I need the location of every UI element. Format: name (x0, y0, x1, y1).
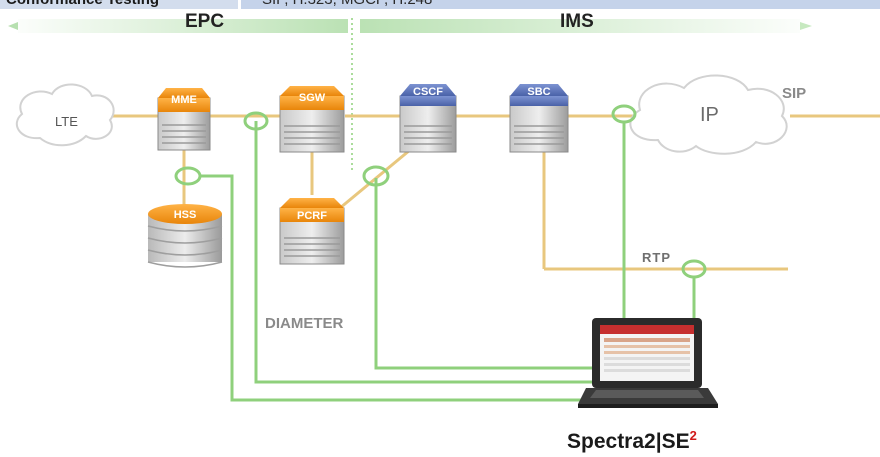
laptop-icon (578, 318, 718, 408)
banner-label-cell (0, 0, 238, 9)
ims-section-label: IMS (560, 11, 594, 32)
probe-point-rtp (681, 259, 707, 279)
probe-line-mme-sgw (254, 121, 592, 384)
probe-point-pcrf-cscf (362, 165, 390, 187)
cscf-node: CSCF (399, 84, 457, 153)
hss-label: HSS (174, 209, 197, 221)
mme-node: MME (157, 88, 211, 151)
rtp-label: RTP (642, 250, 671, 265)
network-links (90, 114, 880, 271)
ip-cloud: IP (629, 74, 788, 155)
header-banner: Conformance Testing SIP, H.323, MGCP, H.… (0, 0, 880, 9)
probe-point-hss (174, 166, 202, 186)
probe-line-hss (200, 174, 592, 402)
product-name: Spectra2|SE2 (567, 428, 697, 454)
probe-line-pcrf-cscf (374, 178, 592, 370)
product-superscript: 2 (689, 428, 697, 443)
sbc-node: SBC (509, 84, 569, 153)
sbc-label: SBC (527, 86, 550, 98)
epc-section-label: EPC (185, 11, 224, 32)
pcrf-label: PCRF (297, 210, 327, 222)
probe-point-sip (611, 104, 637, 124)
lte-cloud: LTE (15, 83, 115, 147)
hss-node: HSS (147, 204, 223, 268)
sgw-label: SGW (299, 92, 326, 104)
banner-value-cell (241, 0, 880, 9)
probe-lines (200, 121, 696, 402)
epc-section-band: EPC (8, 11, 348, 33)
pcrf-node: PCRF (279, 198, 345, 265)
sip-label: SIP (782, 85, 806, 102)
banner-label: Conformance Testing (6, 0, 159, 8)
mme-label: MME (171, 94, 197, 106)
sgw-node: SGW (279, 86, 345, 153)
banner-value: SIP, H.323, MGCP, H.248 (262, 0, 432, 8)
ip-cloud-label: IP (700, 104, 719, 126)
diameter-label: DIAMETER (265, 315, 344, 332)
probe-points (174, 104, 707, 279)
ims-section-band: IMS (360, 11, 812, 33)
lte-cloud-label: LTE (55, 114, 78, 129)
probe-point-mme-sgw (243, 111, 269, 131)
cscf-label: CSCF (413, 86, 443, 98)
product-name-text: Spectra2|SE (567, 430, 690, 453)
